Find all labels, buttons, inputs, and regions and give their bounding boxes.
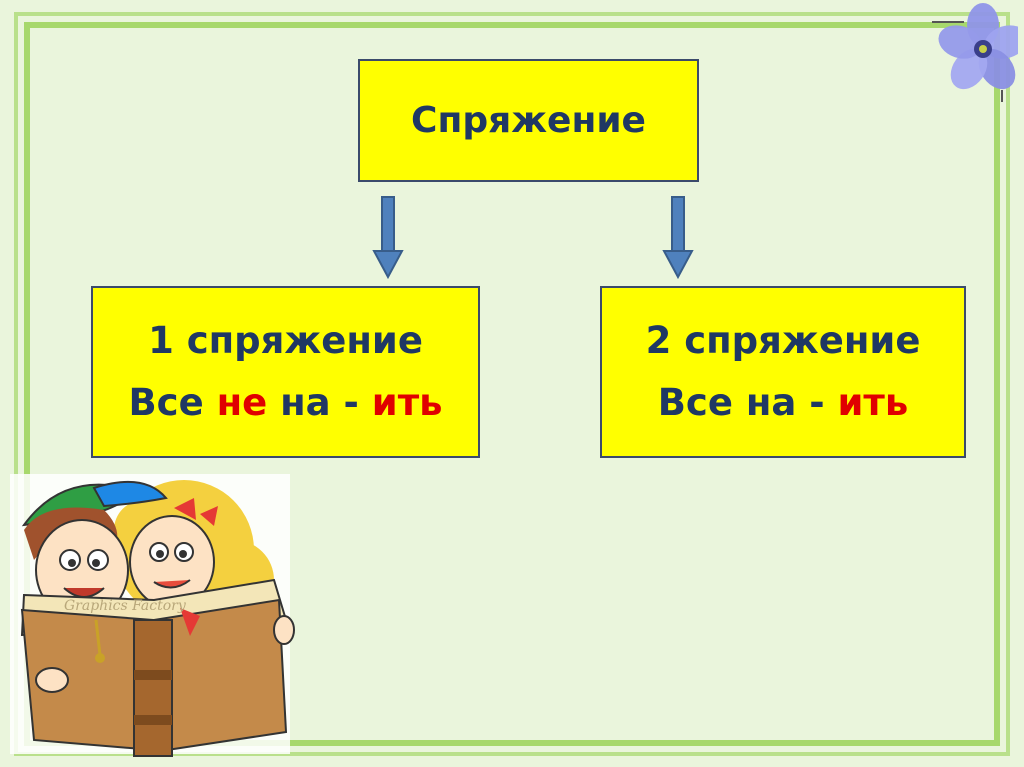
rule-ending: ить bbox=[837, 381, 909, 424]
first-conjugation-rule: Все не на - ить bbox=[128, 372, 442, 434]
first-conjugation-title: 1 спряжение bbox=[148, 319, 423, 362]
book-watermark: Graphics Factory bbox=[64, 598, 187, 614]
first-conjugation-box: 1 спряжение Все не на - ить bbox=[91, 286, 480, 458]
outer-frame bbox=[14, 12, 1010, 756]
rule-ending: ить bbox=[371, 381, 443, 424]
arrow-down-left-icon bbox=[372, 196, 404, 280]
rule-middle: на - bbox=[267, 381, 372, 424]
conjugation-title: Спряжение bbox=[411, 100, 646, 141]
children-reading-book-icon: Graphics Factory bbox=[10, 474, 295, 757]
rule-not: не bbox=[216, 381, 268, 424]
rule-prefix: Все bbox=[128, 381, 217, 424]
second-conjugation-rule: Все на - ить bbox=[658, 372, 909, 434]
rule-prefix: Все на - bbox=[657, 381, 838, 424]
second-conjugation-title: 2 спряжение bbox=[645, 319, 921, 362]
second-conjugation-box: 2 спряжение Все на - ить bbox=[600, 286, 966, 458]
arrow-down-right-icon bbox=[662, 196, 694, 280]
blue-flower-icon bbox=[932, 3, 1018, 102]
conjugation-title-box: Спряжение bbox=[358, 59, 699, 182]
